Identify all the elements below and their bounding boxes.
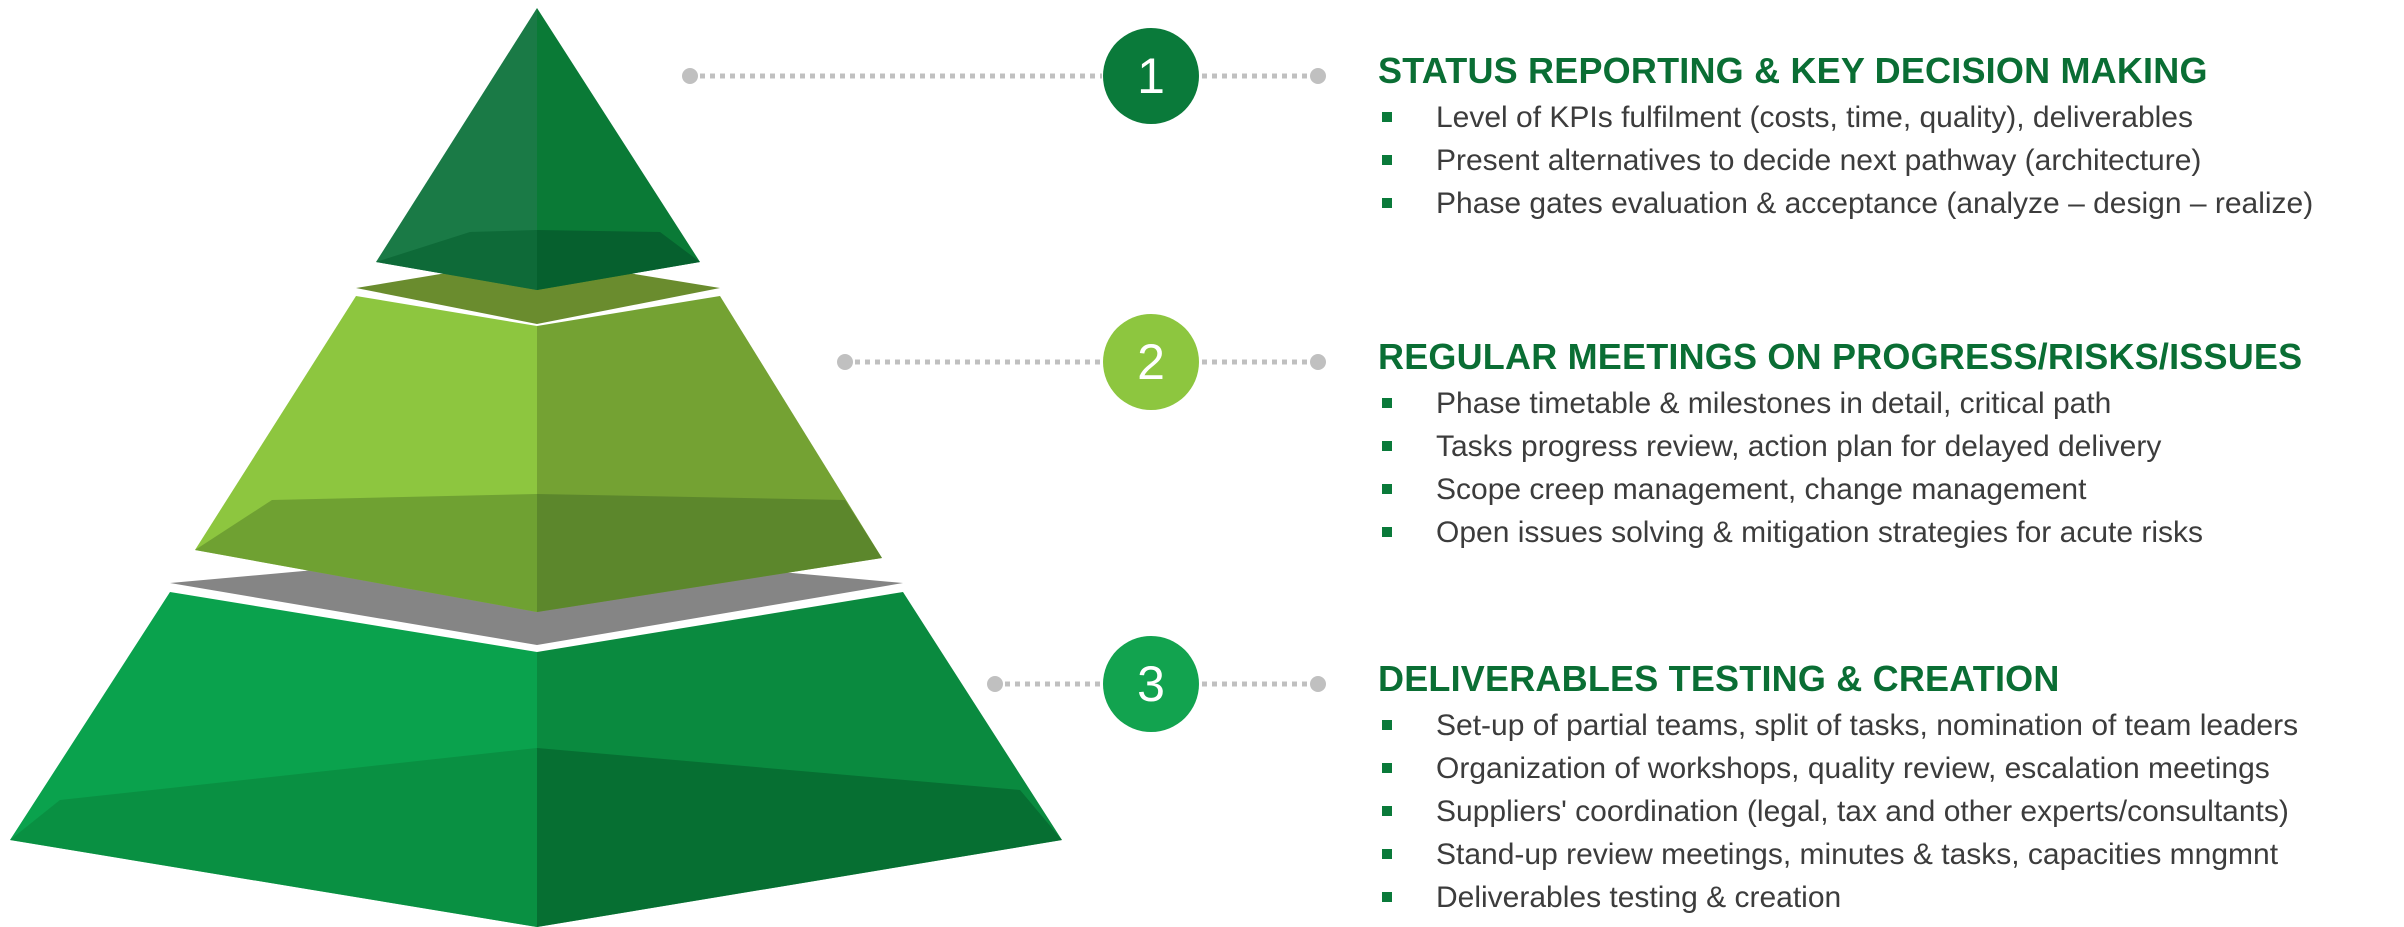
square-bullet-icon (1382, 763, 1392, 773)
pyramid-tier-1 (376, 8, 700, 290)
square-bullet-icon (1382, 806, 1392, 816)
level-2-badge: 2 (1103, 314, 1199, 410)
square-bullet-icon (1382, 198, 1392, 208)
square-bullet-icon (1382, 398, 1392, 408)
square-bullet-icon (1382, 849, 1392, 859)
list-item: Phase gates evaluation & acceptance (ana… (1378, 182, 2398, 225)
list-item: Suppliers' coordination (legal, tax and … (1378, 790, 2398, 833)
square-bullet-icon (1382, 155, 1392, 165)
list-item: Present alternatives to decide next path… (1378, 139, 2398, 182)
level-3-badge: 3 (1103, 636, 1199, 732)
tier-3-right-shadow (537, 748, 1062, 927)
level-2-title: REGULAR MEETINGS ON PROGRESS/RISKS/ISSUE… (1378, 336, 2303, 377)
square-bullet-icon (1382, 441, 1392, 451)
level-1-title: STATUS REPORTING & KEY DECISION MAKING (1378, 50, 2208, 91)
tier-2-right-shadow (537, 494, 882, 612)
connector-3 (987, 676, 1326, 692)
square-bullet-icon (1382, 484, 1392, 494)
tier-1-left-shadow (376, 230, 537, 290)
pyramid-tier-2 (195, 258, 882, 612)
tier-2-left-shadow (195, 494, 537, 612)
list-item: Open issues solving & mitigation strateg… (1378, 511, 2398, 554)
list-item: Level of KPIs fulfilment (costs, time, q… (1378, 96, 2398, 139)
tier-2-top-cap (356, 258, 720, 324)
square-bullet-icon (1382, 892, 1392, 902)
tier-3-left-shadow (10, 748, 537, 927)
level-3-section: DELIVERABLES TESTING & CREATION Set-up o… (1378, 658, 2398, 919)
level-1-section: STATUS REPORTING & KEY DECISION MAKING L… (1378, 50, 2398, 225)
list-item: Phase timetable & milestones in detail, … (1378, 382, 2398, 425)
list-item: Deliverables testing & creation (1378, 876, 2398, 919)
list-item: Tasks progress review, action plan for d… (1378, 425, 2398, 468)
connector-2 (837, 354, 1326, 370)
tier-1-right-shadow (537, 230, 700, 290)
connector-1 (682, 68, 1326, 84)
level-3-title: DELIVERABLES TESTING & CREATION (1378, 658, 2060, 699)
pyramid-graphic (10, 8, 1062, 927)
tier-1-right-face (537, 8, 700, 290)
level-3-list: Set-up of partial teams, split of tasks,… (1378, 704, 2398, 919)
pyramid-tier-3 (10, 550, 1062, 927)
level-1-list: Level of KPIs fulfilment (costs, time, q… (1378, 96, 2398, 225)
level-1-badge: 1 (1103, 28, 1199, 124)
level-2-list: Phase timetable & milestones in detail, … (1378, 382, 2398, 554)
square-bullet-icon (1382, 527, 1392, 537)
level-2-section: REGULAR MEETINGS ON PROGRESS/RISKS/ISSUE… (1378, 336, 2398, 554)
connector-lines (682, 68, 1326, 692)
square-bullet-icon (1382, 112, 1392, 122)
list-item: Organization of workshops, quality revie… (1378, 747, 2398, 790)
square-bullet-icon (1382, 720, 1392, 730)
tier-1-left-face (376, 8, 537, 290)
list-item: Stand-up review meetings, minutes & task… (1378, 833, 2398, 876)
list-item: Set-up of partial teams, split of tasks,… (1378, 704, 2398, 747)
list-item: Scope creep management, change managemen… (1378, 468, 2398, 511)
